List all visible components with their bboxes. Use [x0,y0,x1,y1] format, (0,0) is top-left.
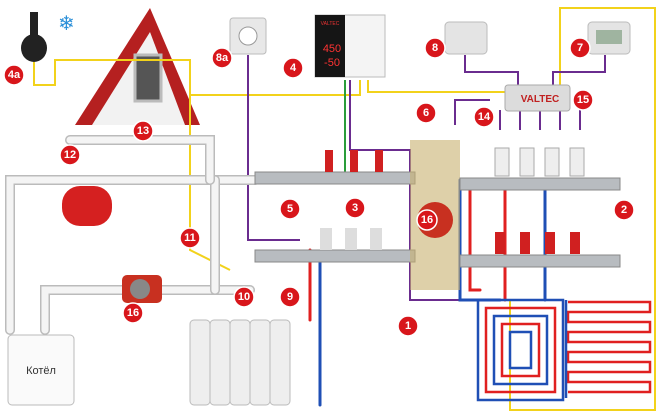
manifold-left [254,150,416,263]
boiler-label: Котёл [26,365,56,377]
marker-6: 6 [415,102,437,124]
expansion-tank [62,186,112,226]
floor-loop-serpentine [564,300,652,398]
svg-text:9: 9 [287,291,293,303]
display-top: 450 [323,43,341,55]
marker-16-boiler: 16 [122,302,144,324]
svg-text:12: 12 [64,149,76,161]
radiator [189,319,291,406]
marker-7: 7 [569,37,591,59]
marker-15: 15 [572,89,594,111]
boiler: Котёл [7,334,75,406]
marker-2: 2 [613,199,635,221]
svg-text:4: 4 [290,62,297,74]
display-bottom: -50 [324,57,340,69]
svg-text:3: 3 [352,202,358,214]
svg-text:5: 5 [287,203,293,215]
valtec-wiring-hub: VALTEC [504,84,571,112]
svg-text:14: 14 [478,111,491,123]
room-thermostat-8 [444,21,488,55]
svg-text:11: 11 [184,232,196,244]
svg-text:7: 7 [577,42,583,54]
marker-11: 11 [179,227,201,249]
marker-9: 9 [279,286,301,308]
outdoor-sensor: ❄ [21,12,75,62]
marker-1: 1 [397,315,419,337]
svg-text:4a: 4a [8,69,21,81]
svg-text:16: 16 [127,307,139,319]
svg-text:6: 6 [423,107,429,119]
svg-text:13: 13 [137,125,149,137]
marker-4a: 4a [3,64,25,86]
svg-text:VALTEC: VALTEC [521,94,560,105]
marker-10: 10 [233,286,255,308]
marker-16-mixing: 16 [416,209,438,231]
svg-text:2: 2 [621,204,627,216]
svg-text:8a: 8a [216,52,229,64]
marker-14: 14 [473,106,495,128]
svg-text:1: 1 [405,320,411,332]
floor-loop-spiral [476,298,565,402]
markers: 4a 8a 4 8 7 15 6 14 13 12 5 3 16 2 11 10… [3,37,635,337]
svg-text:10: 10 [238,291,250,303]
svg-text:16: 16 [421,214,433,226]
marker-8a: 8a [211,47,233,69]
marker-12: 12 [59,144,81,166]
svg-text:8: 8 [432,42,438,54]
snowflake-icon: ❄ [58,13,75,35]
boiler-pump [122,275,162,303]
marker-13: 13 [132,120,154,142]
weather-controller: VALTEC 450 -50 [314,14,386,78]
manifold-right [459,147,621,268]
marker-4: 4 [282,57,304,79]
marker-5: 5 [279,198,301,220]
house [75,8,200,125]
marker-8: 8 [424,37,446,59]
svg-text:15: 15 [577,94,589,106]
svg-text:VALTEC: VALTEC [321,21,340,27]
marker-3: 3 [344,197,366,219]
